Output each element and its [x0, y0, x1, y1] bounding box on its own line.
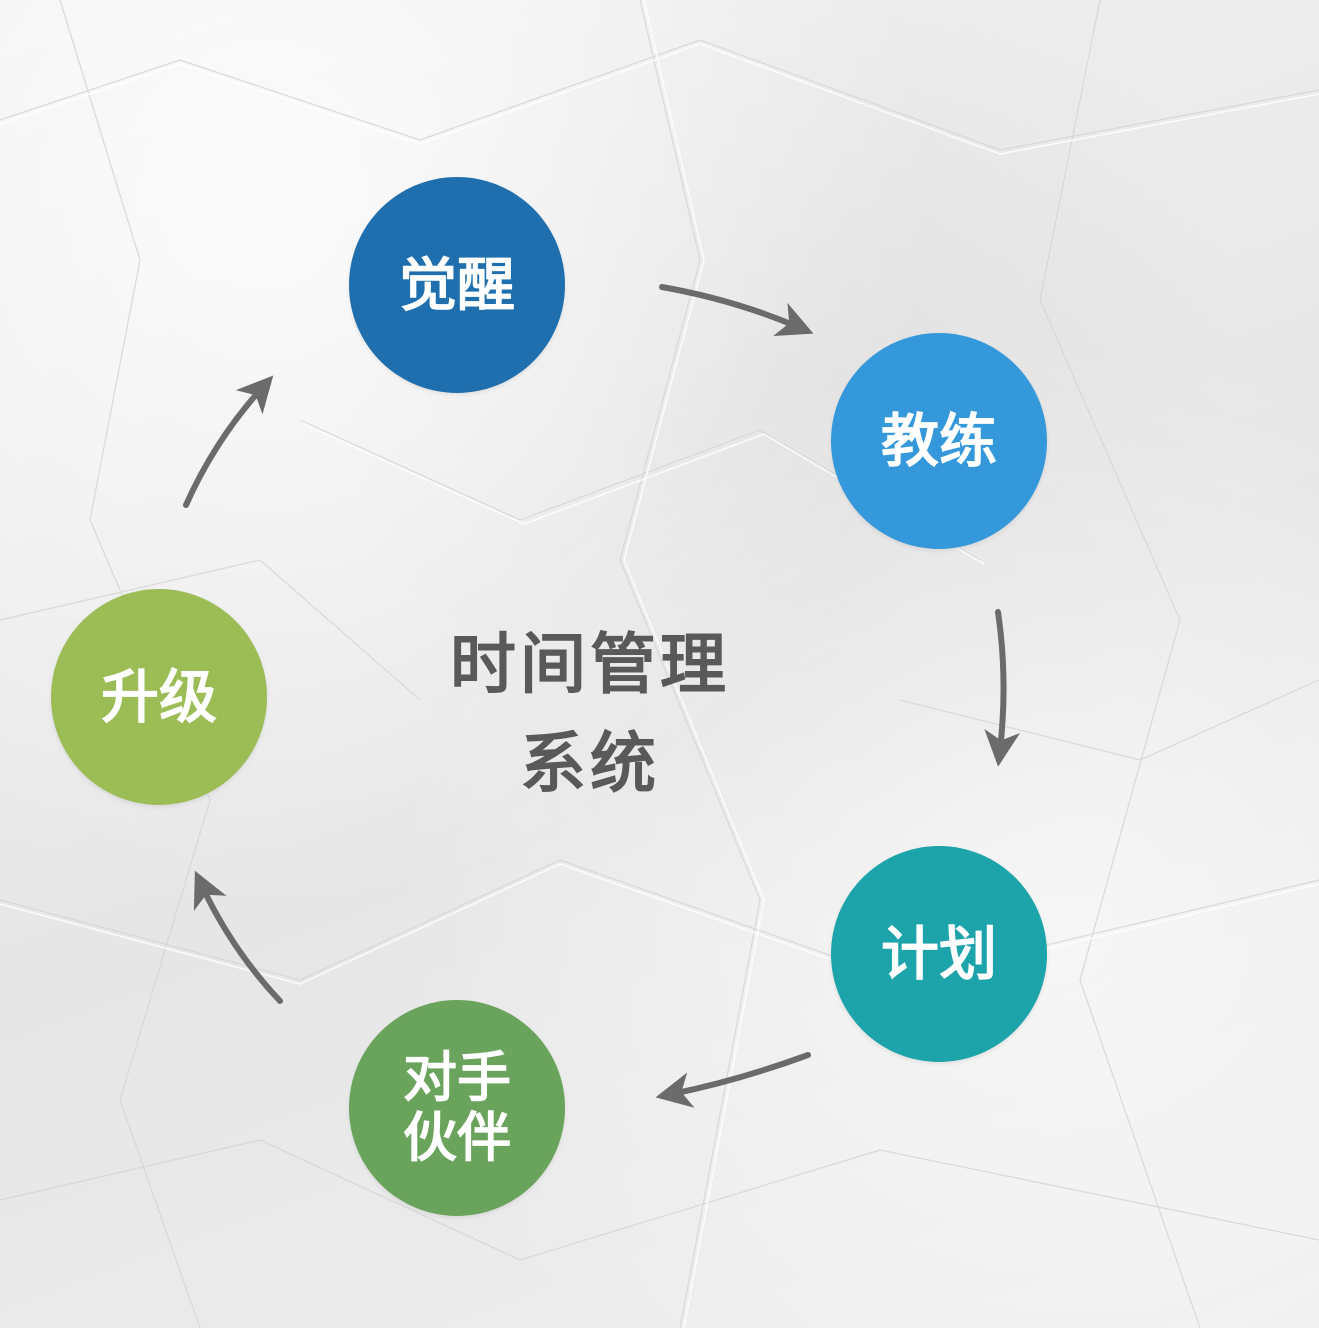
- node-upgrade-label: 升级: [100, 662, 217, 731]
- arrow-awaken-to-coach: [659, 284, 814, 336]
- node-plan-label: 计划: [880, 919, 997, 988]
- arrow-plan-to-partner: [655, 1052, 811, 1108]
- node-coach: 教练: [831, 333, 1047, 549]
- node-upgrade: 升级: [51, 589, 267, 805]
- node-plan: 计划: [831, 846, 1047, 1062]
- node-awaken: 觉醒: [349, 177, 565, 393]
- node-partner: 对手 伙伴: [349, 1000, 565, 1216]
- center-title: 时间管理 系统: [400, 615, 780, 813]
- node-coach-label: 教练: [880, 406, 997, 475]
- arrow-upgrade-to-awaken: [183, 375, 274, 508]
- center-title-line1: 时间管理: [450, 626, 730, 703]
- arrow-coach-to-plan: [984, 609, 1021, 767]
- node-partner-label-line1: 对手: [403, 1045, 511, 1109]
- node-awaken-label: 觉醒: [398, 250, 515, 319]
- arrow-partner-to-upgrade: [193, 870, 283, 1004]
- node-partner-label-line2: 伙伴: [403, 1106, 511, 1169]
- center-title-line2: 系统: [520, 725, 660, 802]
